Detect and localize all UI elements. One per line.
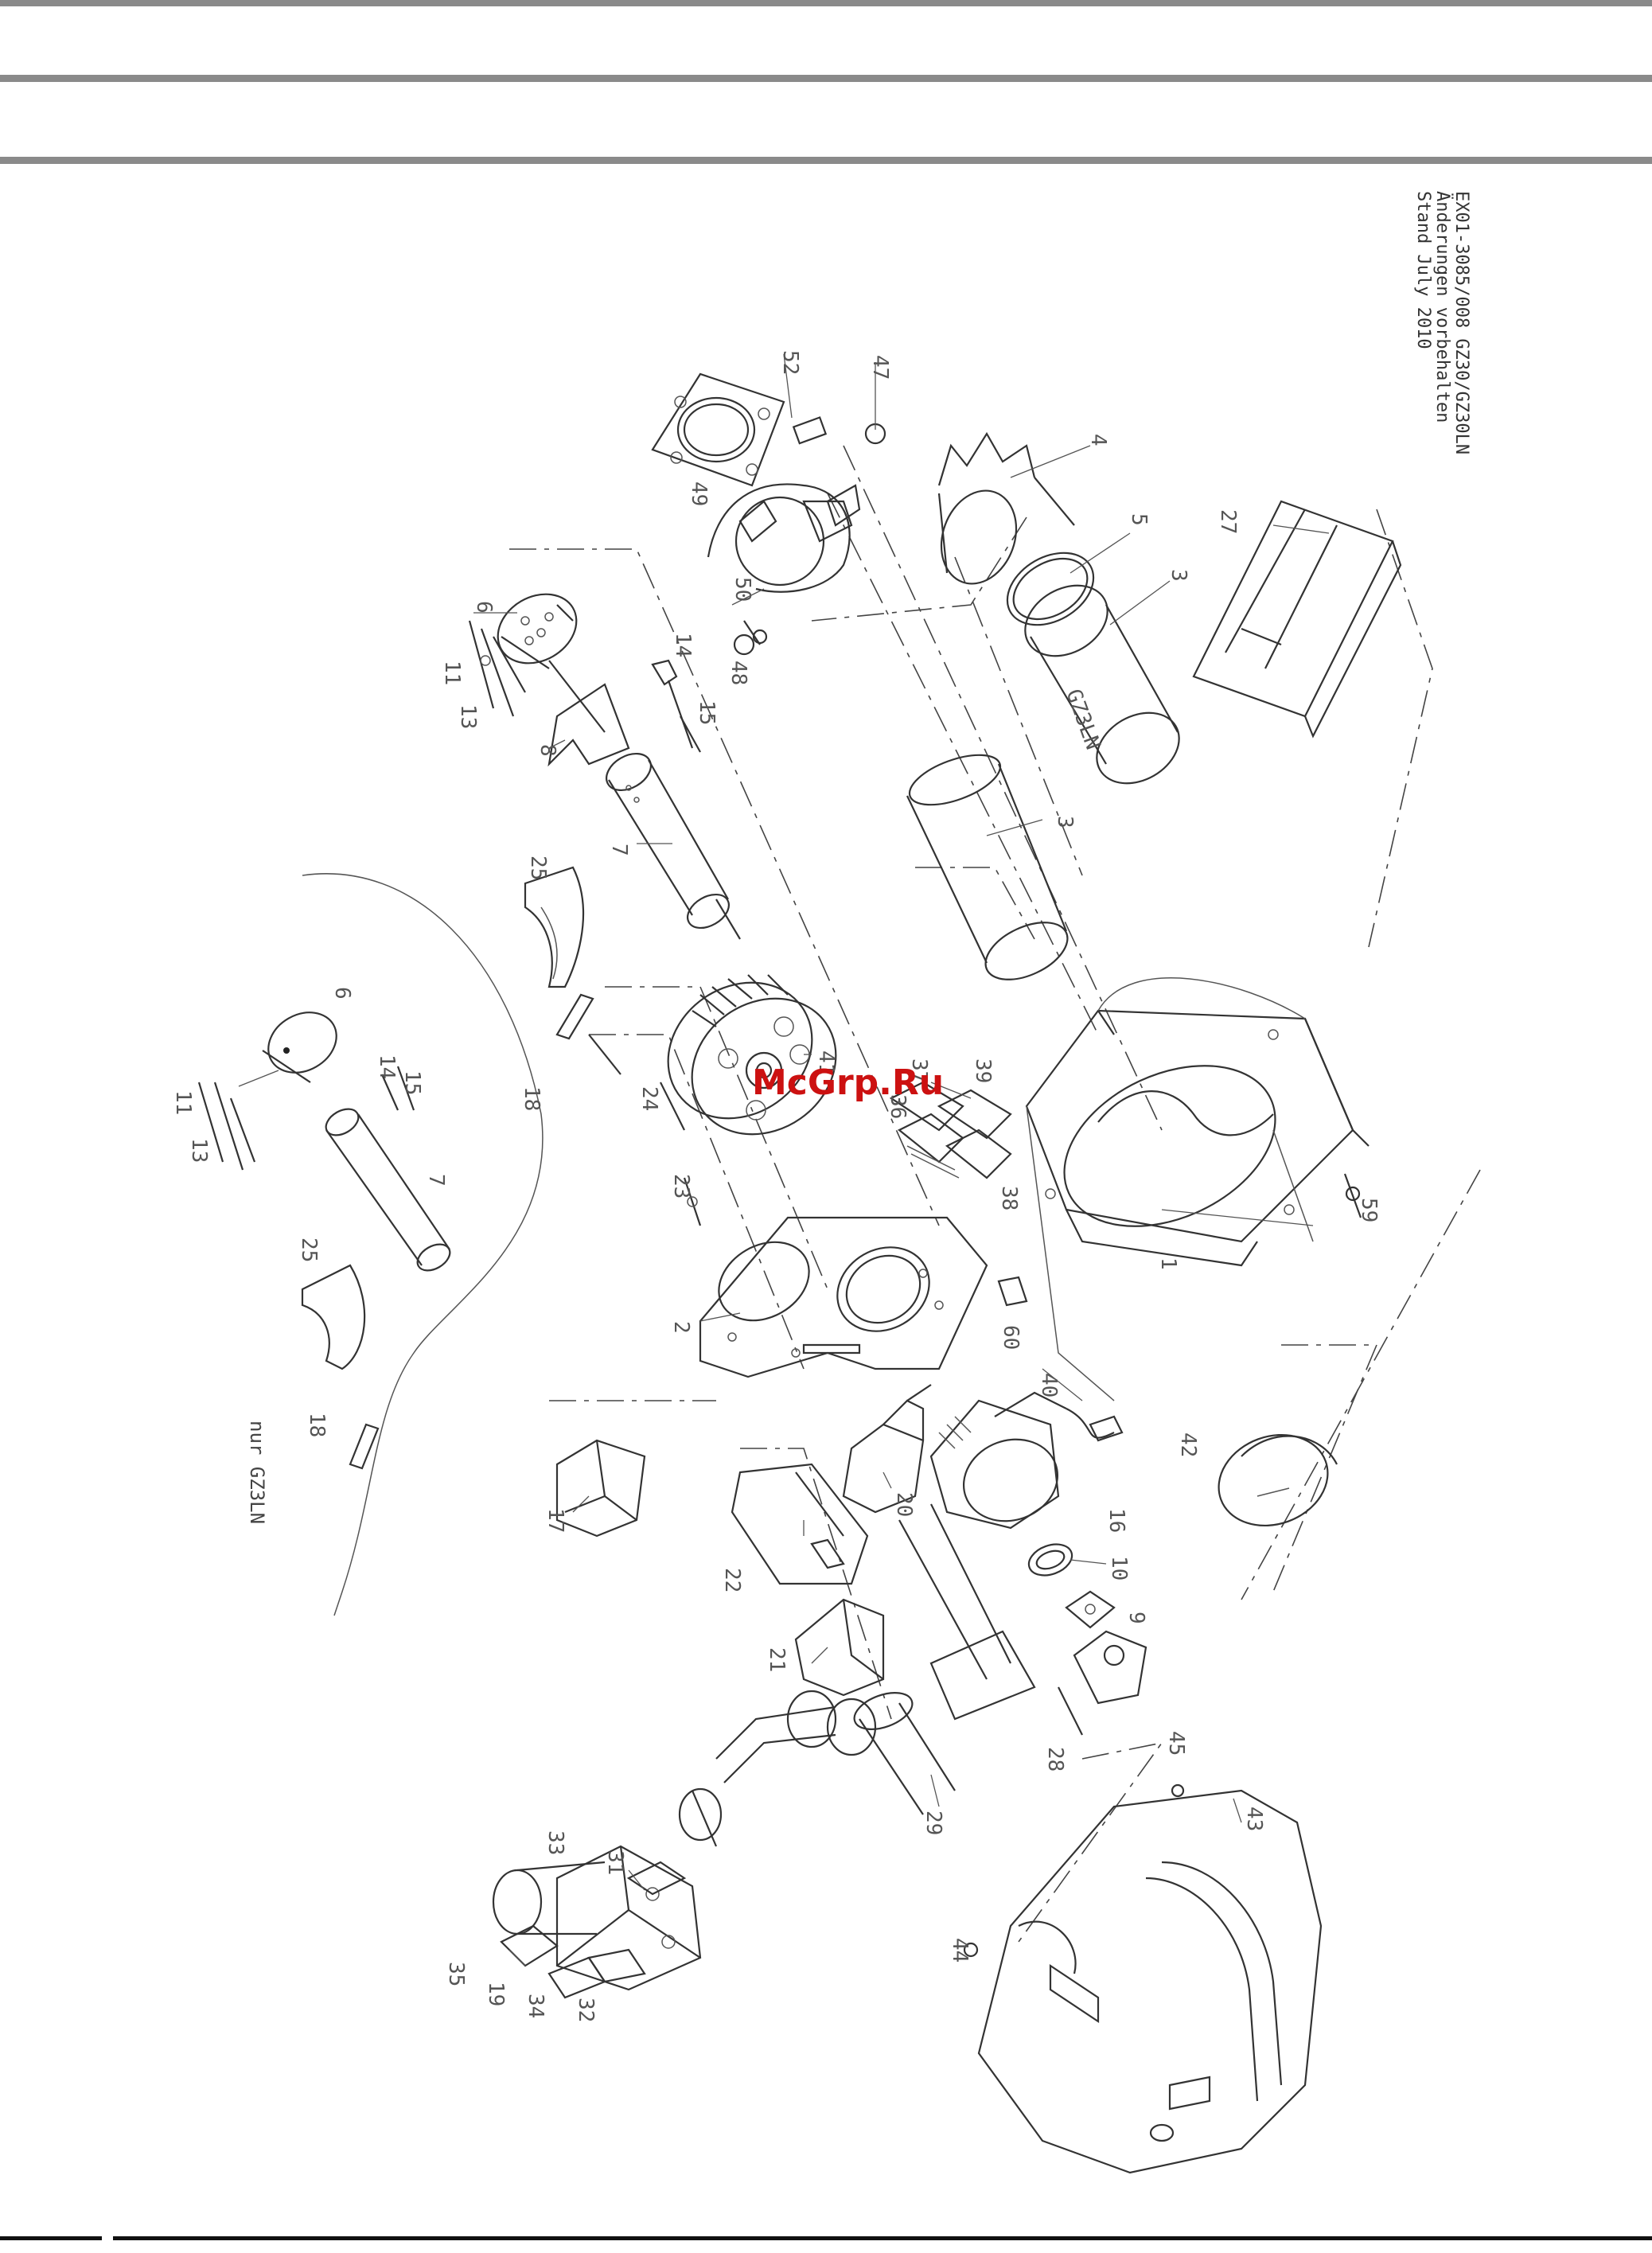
plate-10 [1066, 1592, 1114, 1627]
label-11-upper: 11 [440, 661, 464, 685]
label-10: 10 [1107, 1556, 1131, 1581]
nozzle-pipe-7-top [600, 746, 740, 939]
label-47: 47 [868, 355, 892, 380]
tube-3-upper: GZ3LN [1012, 571, 1191, 797]
pump-9 [1074, 1631, 1146, 1703]
label-3-upper: 3 [1167, 569, 1190, 582]
swirl-disc-8 [549, 661, 629, 764]
label-7-upper: 7 [607, 844, 631, 856]
label-14-upper: 14 [671, 633, 695, 657]
label-19: 19 [484, 1982, 508, 2006]
label-15-detail: 15 [400, 1070, 424, 1095]
part-number-labels: 52 47 4 49 5 3 27 6 11 13 50 14 48 8 15 … [171, 350, 1381, 2022]
label-52: 52 [778, 350, 802, 375]
label-40: 40 [1037, 1373, 1061, 1397]
label-35: 35 [444, 1962, 468, 1986]
label-38: 38 [997, 1186, 1021, 1210]
label-2: 2 [669, 1321, 693, 1334]
ignition-transformer-20 [844, 1385, 931, 1512]
label-48: 48 [727, 661, 750, 685]
label-21: 21 [765, 1647, 789, 1672]
label-43: 43 [1242, 1807, 1266, 1831]
detail-cloud-outline [302, 874, 543, 1616]
control-box-17 [557, 1440, 645, 1536]
label-1: 1 [1156, 1257, 1180, 1270]
motor-40 [931, 1393, 1122, 1534]
label-31: 31 [603, 1850, 627, 1875]
label-9: 9 [1124, 1612, 1148, 1624]
label-7-detail: 7 [424, 1174, 448, 1187]
label-25-upper: 25 [526, 856, 550, 880]
part-28 [1058, 1687, 1082, 1735]
label-59: 59 [1357, 1198, 1381, 1222]
label-5: 5 [1127, 513, 1151, 526]
stamp-line-3: EX01-3085/008 GZ30/GZ30LN [1451, 191, 1471, 454]
label-4: 4 [1086, 434, 1110, 446]
label-29: 29 [921, 1811, 945, 1835]
part-60 [999, 1277, 1027, 1305]
label-23: 23 [669, 1174, 693, 1199]
label-11-detail: 11 [171, 1090, 195, 1115]
label-8: 8 [536, 744, 559, 757]
label-13-upper: 13 [456, 704, 480, 729]
control-unit-21 [796, 1600, 883, 1695]
tube-marking: GZ3LN [1061, 686, 1105, 753]
label-14-detail: 14 [375, 1054, 399, 1079]
label-24: 24 [637, 1086, 661, 1111]
burner-tube-4 [929, 434, 1074, 594]
clamp-50 [708, 418, 885, 592]
stamp-line-1: Stand July 2010 [1413, 191, 1433, 349]
label-22: 22 [720, 1568, 744, 1592]
detail-note: nur GZ3LN [246, 1421, 268, 1524]
label-42: 42 [1176, 1432, 1200, 1457]
nozzle-holder-6-top [485, 580, 589, 676]
watermark: McGrp.Ru [752, 1062, 944, 1103]
label-60: 60 [999, 1325, 1023, 1350]
label-16: 16 [1105, 1508, 1128, 1533]
label-50: 50 [731, 577, 754, 602]
label-45: 45 [1164, 1731, 1188, 1756]
gas-line-29 [680, 1504, 1034, 1846]
detail-air-guide-25 [302, 1265, 364, 1369]
cover-plate-27 [1194, 501, 1401, 736]
label-25-detail: 25 [297, 1238, 321, 1262]
label-6-detail: 6 [330, 987, 354, 1000]
label-17: 17 [544, 1508, 567, 1533]
label-13-detail: 13 [187, 1138, 211, 1163]
label-18-upper: 18 [520, 1086, 544, 1111]
bracket-22 [732, 1464, 867, 1584]
revision-stamp: Stand July 2010 Änderungen vorbehalten E… [1413, 191, 1471, 454]
hood-cover-43 [979, 1791, 1321, 2173]
parts-23-24 [660, 1082, 700, 1226]
air-guide-25-top [525, 867, 583, 987]
stamp-line-2: Änderungen vorbehalten [1432, 191, 1453, 423]
base-plate-2 [700, 1218, 987, 1377]
screws-44-45 [964, 1785, 1183, 1956]
label-27: 27 [1216, 509, 1240, 534]
label-34: 34 [524, 1994, 547, 2018]
label-33: 33 [544, 1830, 567, 1855]
label-15-upper: 15 [695, 700, 719, 725]
label-49: 49 [687, 481, 711, 506]
label-39: 39 [971, 1058, 995, 1083]
label-3-lower: 3 [1053, 816, 1077, 828]
label-20: 20 [892, 1492, 916, 1517]
label-6-upper: 6 [472, 601, 496, 614]
label-28: 28 [1043, 1747, 1067, 1772]
label-18-detail: 18 [305, 1413, 329, 1437]
detail-holder-6 [258, 1000, 348, 1085]
screws-48 [734, 621, 766, 654]
coupling-16 [1025, 1539, 1077, 1581]
label-32: 32 [574, 1998, 598, 2022]
burner-housing-1 [1027, 978, 1369, 1401]
detail-pipe-7 [321, 1104, 454, 1276]
leader-lines [239, 354, 1329, 1966]
label-44: 44 [948, 1938, 972, 1963]
flange-49 [653, 374, 784, 485]
